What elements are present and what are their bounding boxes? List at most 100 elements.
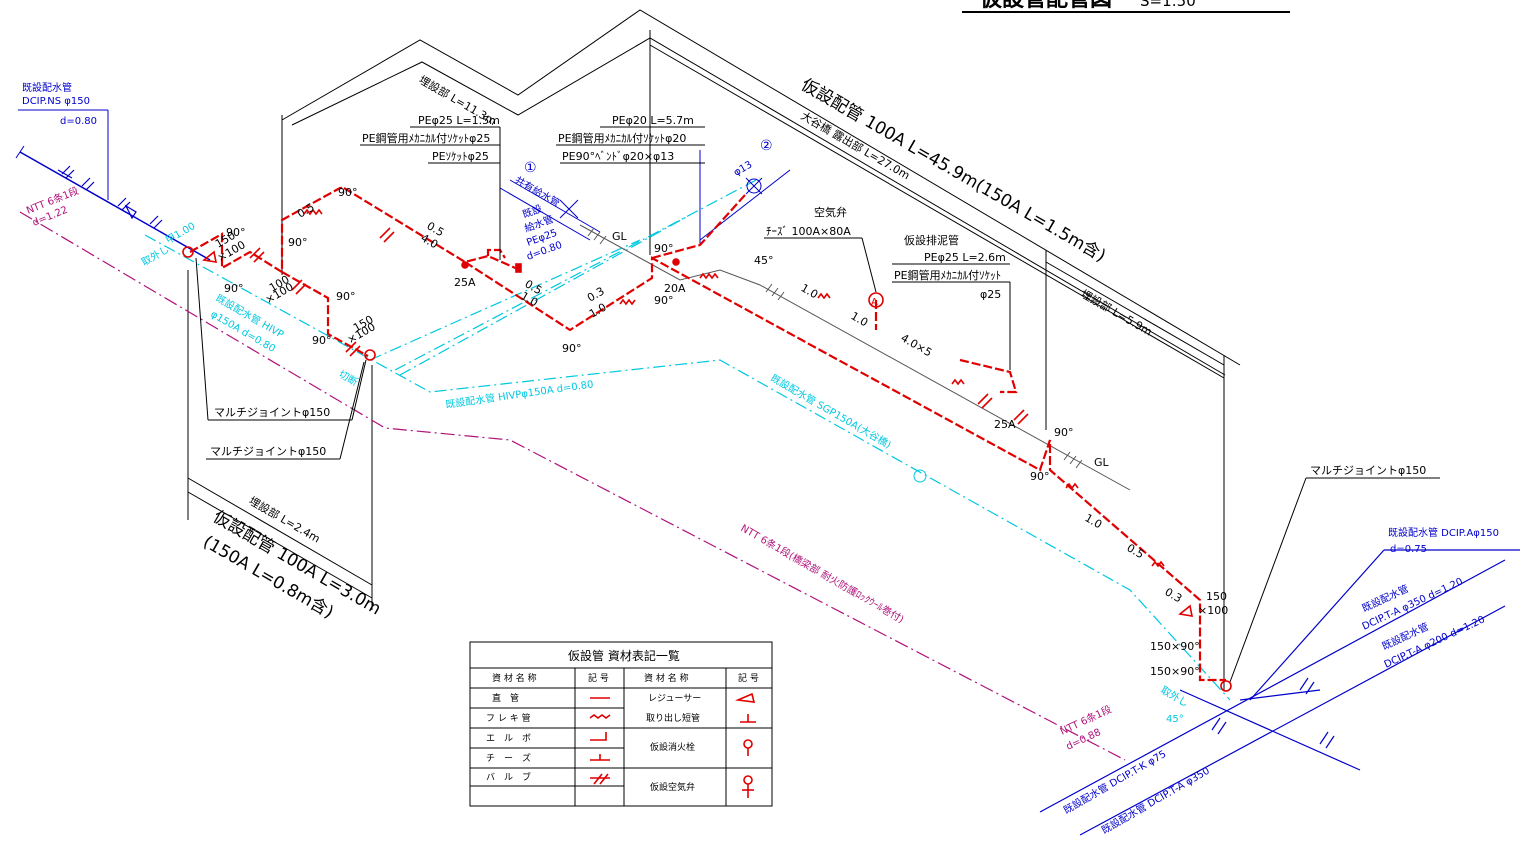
- dim-line-main: [649, 44, 1225, 379]
- pl-10-e: 1.0: [1083, 511, 1105, 531]
- legend-r4-right: 仮設空気弁: [650, 781, 695, 793]
- pl-25a-2: 25A: [994, 418, 1016, 431]
- cy-torihazushi1: 取外し: [140, 243, 172, 268]
- valve-1: [249, 247, 265, 263]
- ground-lines: GL GL: [579, 224, 1131, 491]
- hivp-branch-1: [369, 239, 641, 361]
- drain-l1: 仮設排泥管: [904, 233, 959, 247]
- pl-90-4: 90°: [338, 186, 358, 199]
- pl-40x5: 4.0×5: [899, 331, 935, 359]
- flex-6: [1065, 482, 1079, 490]
- cy-kiri: 切断: [337, 367, 361, 388]
- hatch-2: [765, 283, 785, 301]
- pe-socket-2: [672, 258, 680, 266]
- ntt-polyline: [19, 211, 1126, 761]
- existing-pipe-left: 既設配水管 DCIP.NS φ150 d=0.80: [15, 81, 211, 261]
- dim-buried2: 埋設部 L=5.9m: [1079, 286, 1155, 338]
- pipe-seg-left: [189, 186, 344, 274]
- r1-l1: 既設配水管 DCIP.Aφ150: [1388, 526, 1499, 539]
- pl-20a: 20A: [664, 282, 686, 295]
- title-scale: S=1:50: [1140, 0, 1196, 10]
- legend-table: 仮設管 資材表記一覧 資 材 名 称 記 号 資 材 名 称 記 号 直 管 フ…: [469, 641, 773, 807]
- air-valve-symbol: [868, 292, 884, 308]
- air-leader: [861, 237, 877, 293]
- pl-03-b: 0.3: [1163, 585, 1185, 605]
- pl-90-5: 90°: [336, 290, 356, 303]
- pipe-seg-main1: [343, 187, 521, 272]
- mj1-leader2: [195, 257, 209, 421]
- existing-pipes-right: [1039, 549, 1520, 836]
- service-pipe-1: [509, 179, 601, 233]
- legend-r3-left: チ ー ズ: [486, 752, 531, 764]
- mj1-leader: [351, 359, 367, 421]
- legend-h0: 資 材 名 称: [492, 672, 537, 684]
- pe-socket-1: [461, 261, 469, 269]
- cy-sgp: 既設配水管 SGP150A(大谷橋): [769, 371, 894, 451]
- service-circle-2: [746, 178, 762, 194]
- valve-6: [1013, 409, 1029, 425]
- legend-symbols: [589, 692, 756, 798]
- hivp-branch-3: [399, 214, 691, 376]
- pl-03-a: 0.3: [585, 285, 607, 305]
- dim-line-right: [1045, 261, 1225, 366]
- dimension-frame: [281, 9, 1241, 690]
- bl-phi13: φ13: [732, 159, 754, 178]
- c2-l3: PE90°ﾍﾞﾝﾄﾞφ20×φ13: [562, 150, 674, 163]
- pl-45: 45°: [754, 254, 774, 267]
- bl-circle1: ①: [524, 160, 537, 176]
- legend-h3: 記 号: [738, 672, 759, 684]
- pipe-seg-main2: [464, 256, 1226, 682]
- legend-r1-right: 取り出し短管: [646, 712, 700, 724]
- valve-5: [977, 393, 993, 409]
- callout-text: PEφ25 L=1.5m PE鋼管用ﾒｶﾆｶﾙ付ｿｹｯﾄφ25 PEｿｹｯﾄφ2…: [210, 114, 1426, 477]
- pl-e150-b: 150×90°: [1150, 665, 1200, 678]
- pl-e150-a: 150×90°: [1150, 640, 1200, 653]
- right-pipe-a: [1039, 559, 1506, 813]
- cy-circle-a: [913, 469, 927, 483]
- title-text: 仮設管配管図: [979, 0, 1112, 12]
- hivp-main: [144, 234, 1231, 701]
- valve-2: [291, 279, 307, 295]
- pl-150-e: 150: [1206, 590, 1227, 603]
- drain-l4: φ25: [980, 288, 1001, 301]
- valve-3: [379, 227, 395, 243]
- pipe-seg-drain2: [486, 248, 506, 259]
- gl-1: GL: [612, 230, 628, 243]
- outer-zigzag: [281, 9, 1241, 366]
- air-l1: 空気弁: [814, 205, 847, 219]
- right-pipe-d: [1239, 689, 1321, 701]
- flex-1: [303, 208, 323, 216]
- inner-zigzag: [291, 37, 1226, 376]
- fitting-left-end2: [364, 349, 376, 361]
- reducer-1: [202, 250, 218, 263]
- left-dimension-labels: 埋設部 L=2.4m 仮設配管 100A L=3.0m (150A L=0.8m…: [200, 493, 385, 622]
- blue-valve-symbols: [57, 165, 163, 229]
- legend-r4-left: バ ル ブ: [486, 771, 531, 783]
- flex-2: [619, 298, 636, 306]
- ld-line-2: [187, 491, 373, 599]
- left-pipe-l2: DCIP.NS φ150: [22, 96, 90, 107]
- pl-10-c: 1.0: [799, 281, 821, 301]
- legend-r1-left: フ レ キ 管: [486, 712, 531, 724]
- cy-deg45: 45°: [1166, 714, 1184, 725]
- fitting-left-end: [182, 246, 194, 258]
- sym-valve: [590, 773, 610, 785]
- legend-r2-left: エ ル ボ: [486, 733, 531, 744]
- mj2: マルチジョイントφ150: [210, 445, 326, 458]
- left-pipe-l3: d=0.80: [60, 116, 97, 127]
- pl-90-6: 90°: [312, 334, 332, 347]
- pl-05-d: 0.5: [1125, 541, 1147, 561]
- reducer-2: [1178, 604, 1194, 617]
- c2-l1: PEφ20 L=5.7m: [612, 114, 694, 127]
- right-pipe-b: [1079, 605, 1506, 836]
- c2-l2: PE鋼管用ﾒｶﾆｶﾙ付ｿｹｯﾄφ20: [558, 131, 686, 145]
- flex-5: [951, 378, 965, 386]
- gl-2: GL: [1094, 456, 1110, 469]
- hatch-3: [1063, 451, 1083, 469]
- sym-outlet: [740, 714, 756, 723]
- pe-socket-3: [515, 263, 522, 273]
- legend-h1: 記 号: [588, 672, 609, 684]
- mj3: マルチジョイントφ150: [1310, 464, 1426, 477]
- legend-r0-left: 直 管: [492, 692, 519, 704]
- left-pipe-l1: 既設配水管: [22, 81, 72, 94]
